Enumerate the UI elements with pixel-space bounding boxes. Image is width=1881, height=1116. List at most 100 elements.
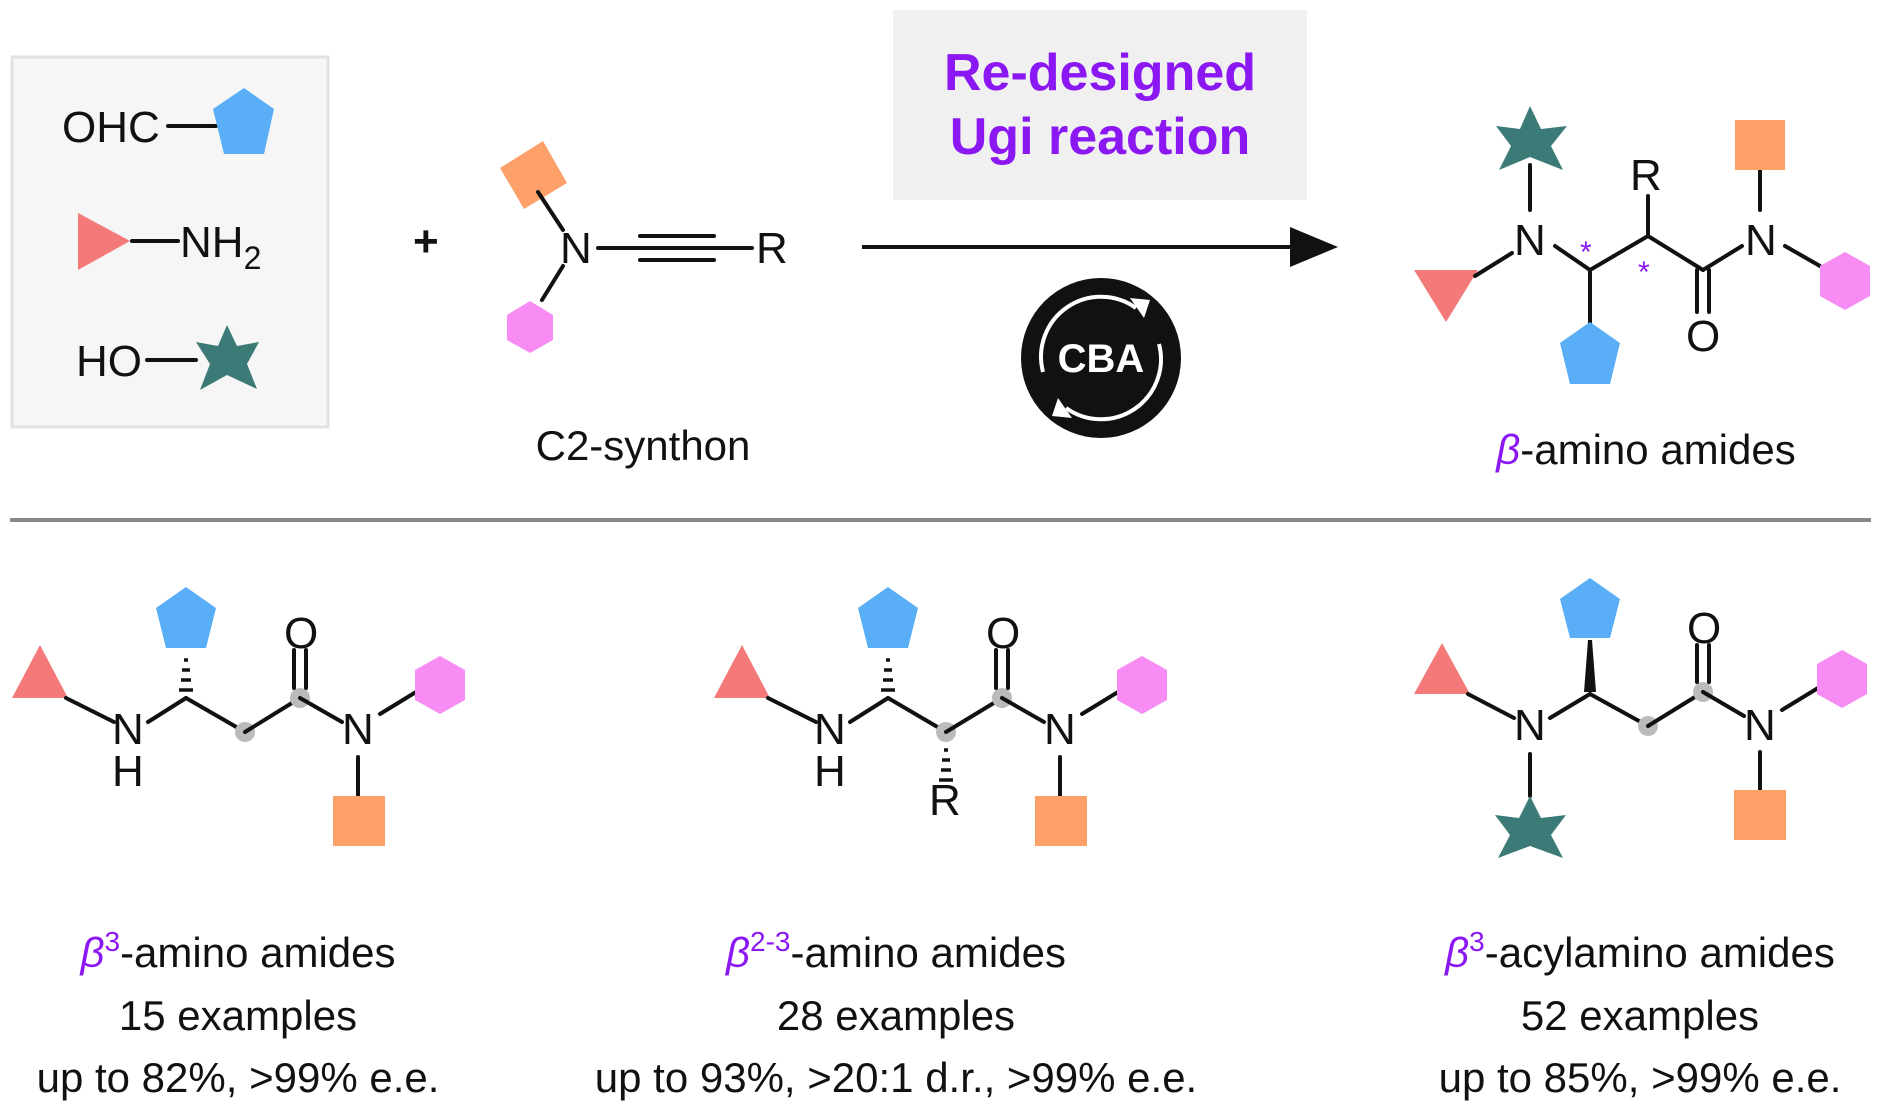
reagents-box: OHC NH2 HO [10, 55, 330, 429]
ex1-bond-n-c [146, 696, 188, 724]
ex3-nitrogen-1: N [1514, 701, 1546, 750]
ex1-bond-triangle [64, 696, 116, 724]
synthon-hexagon-icon [507, 301, 553, 353]
product-bond-hexagon [1783, 244, 1822, 268]
ex2-bond-triangle [766, 696, 818, 724]
ex2-nitrogen-2: N [1044, 705, 1076, 754]
ex3-title: β3-acylamino amides [1443, 926, 1835, 976]
product-bond-c1-c2 [1588, 234, 1650, 272]
cba-disc [1021, 278, 1181, 438]
ex1-triangle-icon [12, 645, 68, 698]
synthon-r-group: R [756, 224, 788, 273]
ex2-hydrogen: H [814, 747, 846, 796]
product-nitrogen-1: N [1514, 216, 1546, 265]
product-bond-c2-c3 [1646, 234, 1705, 272]
ex2-hexagon-icon [1117, 656, 1167, 714]
ex1-oxygen: O [284, 609, 318, 658]
product-bond-c3-n2 [1701, 244, 1744, 272]
ex3-bond-c-ch2 [1588, 692, 1650, 728]
synthon-bond-hexagon [540, 264, 565, 302]
product-star-icon [1496, 106, 1567, 170]
ex3-bond-co-n [1701, 690, 1746, 718]
ex3-oxygen: O [1687, 604, 1721, 653]
cba-label: CBA [1058, 337, 1145, 381]
ex3-stats: up to 85%, >99% e.e. [1439, 1054, 1842, 1101]
ex1-stats: up to 82%, >99% e.e. [37, 1054, 440, 1101]
ex2-r-group: R [929, 776, 961, 825]
ex1-bond-ch2-co [243, 696, 302, 734]
ex2-title: β2-3-amino amides [724, 926, 1066, 976]
ex2-hashed-wedge-bottom [939, 748, 953, 782]
plus-sign: + [413, 217, 439, 266]
ex3-bond-triangle [1466, 692, 1516, 720]
ex3-pentagon-icon [1560, 578, 1620, 638]
product-stereo-mark-2: * [1638, 256, 1650, 289]
ex2-bond-n-c [848, 696, 890, 724]
ex3-bold-wedge [1584, 640, 1596, 692]
ex3-star-icon [1495, 796, 1566, 858]
ex1-bond-co-n [298, 696, 344, 724]
ex3-count: 52 examples [1521, 992, 1759, 1039]
amine-label: NH2 [180, 218, 261, 276]
ex2-bond-hexagon [1080, 690, 1120, 716]
title-line-1: Re-designed [944, 44, 1256, 102]
aldehyde-label: OHC [62, 103, 160, 152]
ex2-nitrogen-1: N [814, 705, 846, 754]
ex1-bond-hexagon [378, 690, 418, 716]
ex1-title: β3-amino amides [78, 926, 395, 976]
product-square-icon [1735, 120, 1785, 170]
ex3-nitrogen-2: N [1744, 701, 1776, 750]
product-nitrogen-2: N [1745, 216, 1777, 265]
product-bond-n1-c1 [1553, 244, 1592, 272]
product-triangle-icon [1414, 270, 1478, 322]
ex2-hashed-wedge-top [881, 658, 895, 692]
reaction-conditions: Re-designed Ugi reaction CBA [862, 10, 1338, 438]
product-oxygen: O [1686, 312, 1720, 361]
ex2-count: 28 examples [777, 992, 1015, 1039]
cycle-arrows-icon [1039, 294, 1138, 373]
cycle-arrow-lower [1064, 343, 1163, 422]
product-hexagon-icon [1820, 252, 1870, 310]
ex1-hashed-wedge [179, 658, 193, 692]
alcohol-label: HO [76, 337, 142, 386]
ex1-hexagon-icon [415, 656, 465, 714]
ex2-pentagon-icon [858, 587, 918, 648]
synthon-nitrogen: N [560, 224, 592, 273]
ex2-bond-ch-co [944, 696, 1004, 734]
product-caption: β-amino amides [1494, 426, 1795, 473]
synthon-caption: C2-synthon [536, 422, 751, 469]
cba-catalyst-badge: CBA [1021, 278, 1181, 438]
ex1-square-icon [333, 796, 385, 846]
cycle-arrowhead-upper [1130, 298, 1150, 318]
product-pentagon-icon [1560, 322, 1620, 384]
product-structure: N * * R O N β-amino amides [1414, 106, 1870, 473]
ex2-square-icon [1035, 796, 1087, 846]
ex3-bond-ch2-co [1646, 690, 1705, 728]
product-bond-triangle [1473, 251, 1514, 278]
alcohol-star-icon [196, 325, 259, 390]
example-2-structure: N H R O N [714, 587, 1167, 846]
ex1-hydrogen: H [112, 747, 144, 796]
ex3-bond-hexagon [1780, 686, 1820, 712]
amine-triangle-icon [78, 213, 130, 270]
ex3-hexagon-icon [1817, 650, 1867, 708]
ex3-bond-n-c [1548, 692, 1592, 720]
ex1-bond-c-ch2 [184, 696, 247, 734]
title-box [893, 10, 1307, 200]
synthon-bond-square [536, 190, 565, 232]
example-3-structure: N O N [1414, 578, 1867, 858]
product-r-group: R [1630, 151, 1662, 200]
ex1-count: 15 examples [119, 992, 357, 1039]
aldehyde-pentagon-icon [213, 88, 274, 154]
example-1-structure: N H O N [12, 587, 465, 846]
ex1-nitrogen-2: N [342, 705, 374, 754]
product-stereo-mark-1: * [1580, 236, 1592, 269]
ex1-pentagon-icon [156, 587, 216, 648]
ex2-triangle-icon [714, 645, 770, 698]
ex3-triangle-icon [1414, 643, 1470, 694]
ex2-stats: up to 93%, >20:1 d.r., >99% e.e. [595, 1054, 1197, 1101]
c2-synthon: N R C2-synthon [500, 141, 788, 469]
ex2-bond-co-n [1000, 696, 1046, 724]
title-line-2: Ugi reaction [950, 108, 1251, 166]
